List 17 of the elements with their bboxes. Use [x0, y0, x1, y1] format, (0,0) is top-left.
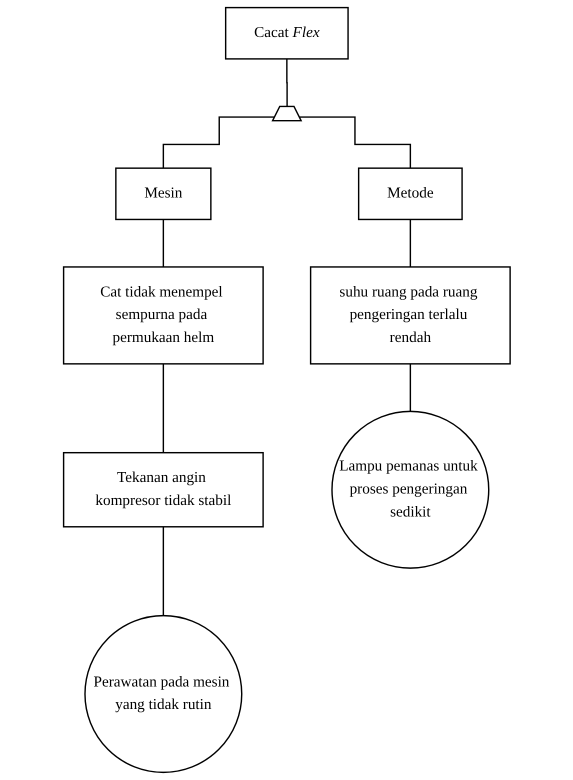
connector — [286, 58, 288, 108]
node-box: Metode — [358, 167, 462, 220]
connector — [162, 526, 164, 616]
node-gate — [271, 106, 302, 122]
connector — [409, 363, 411, 412]
node-box: Tekanan angin kompresor tidak stabil — [62, 452, 264, 528]
node-box: Cat tidak menempel sempurna pada permukaan helm — [62, 266, 264, 365]
connector — [299, 116, 411, 169]
connector — [409, 218, 411, 268]
node-box: Cacat Flex — [224, 6, 348, 60]
node-circle: Lampu pemanas untuk proses pengeringan sedikit — [330, 410, 490, 569]
node-circle: Perawatan pada mesin yang tidak rutin — [84, 614, 242, 774]
connector — [162, 116, 275, 169]
connector — [162, 218, 164, 268]
node-box: Mesin — [114, 167, 212, 220]
connector — [162, 363, 164, 454]
node-box: suhu ruang pada ruang pengeringan terlalu rendah — [310, 266, 510, 365]
